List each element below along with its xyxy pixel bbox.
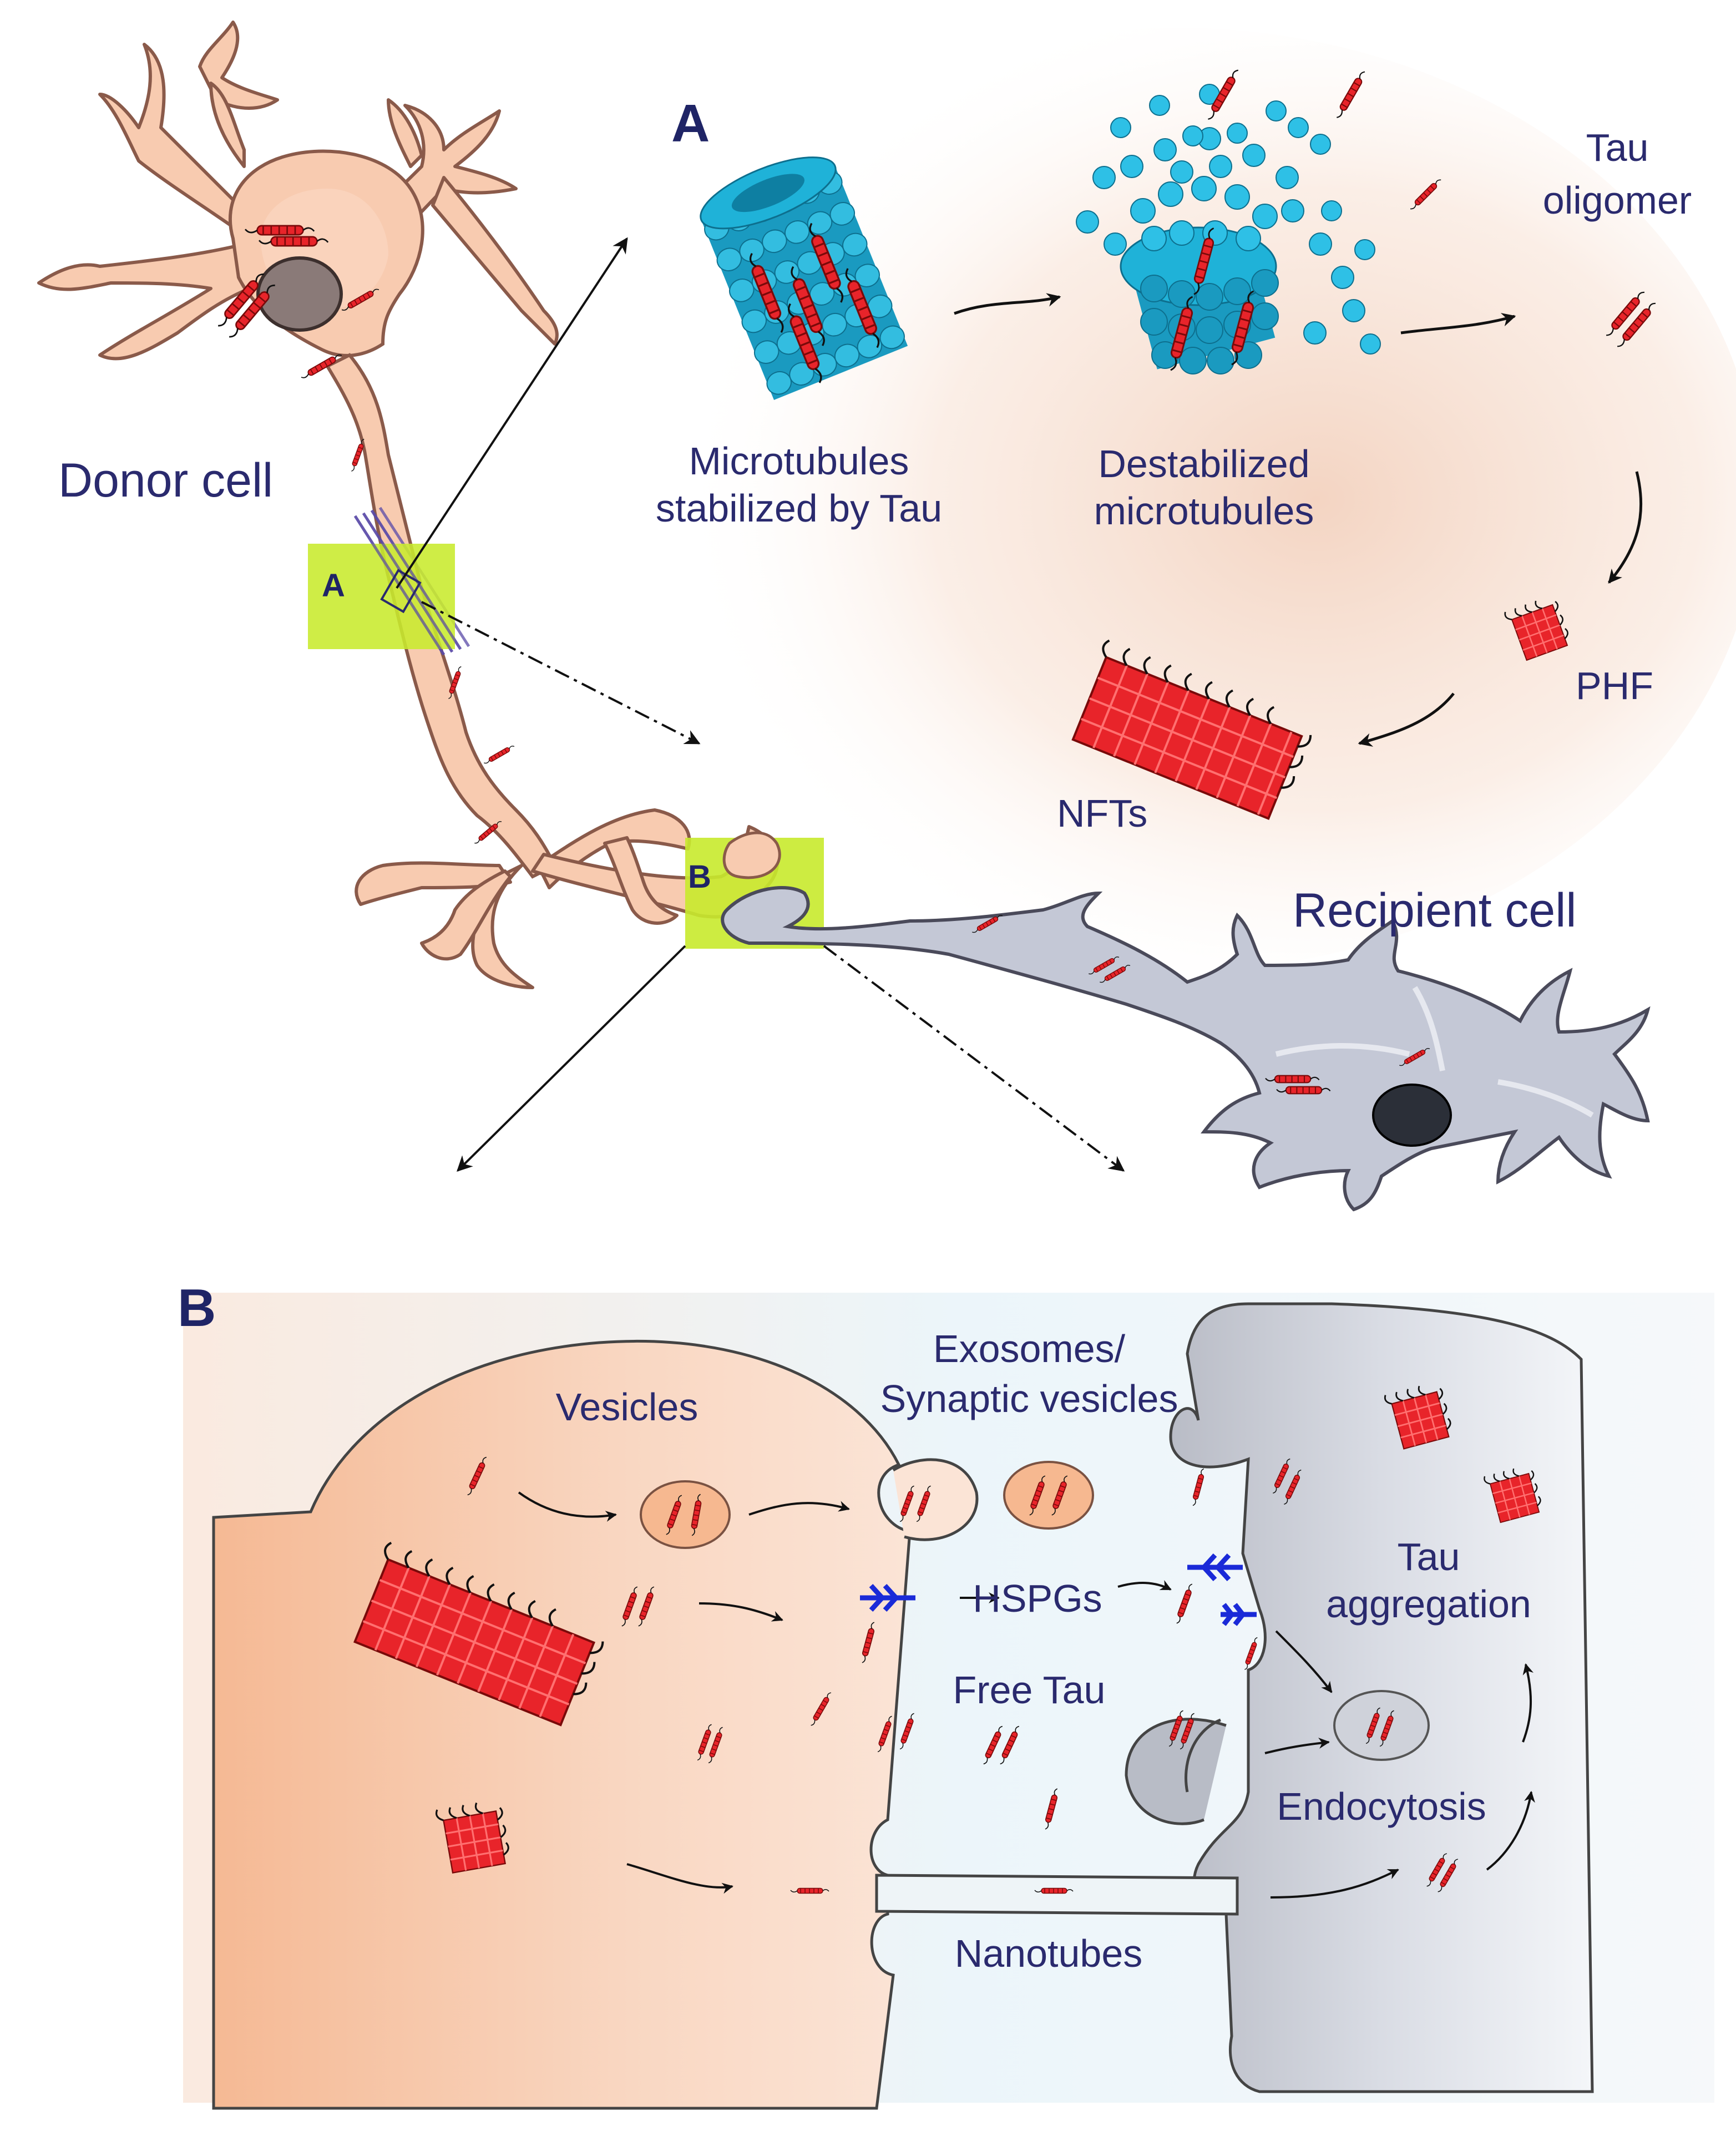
phf-label: PHF [1576, 664, 1653, 707]
nanotube [790, 1874, 1239, 1916]
panel-a-background [594, 28, 1736, 971]
hspgs-label: HSPGs [973, 1577, 1102, 1620]
recipient-nucleus [1372, 1084, 1452, 1147]
tau-oligomer-label-line2: oligomer [1543, 179, 1692, 222]
arrow-to-destabilized [954, 293, 1061, 315]
donor-nucleus [256, 256, 343, 332]
microtubules-label-line1: Microtubules [689, 439, 909, 483]
destabilized-microtubule-icon [1076, 84, 1381, 374]
donor-neuron [37, 21, 780, 989]
donor-cell-label: Donor cell [58, 454, 273, 507]
destabilized-label-line1: Destabilized [1098, 442, 1309, 485]
box-label-b: B [688, 859, 711, 895]
arrow-to-oligomer [1400, 313, 1516, 335]
nanotubes-label: Nanotubes [955, 1932, 1143, 1975]
stabilized-microtubule-icon [700, 156, 908, 400]
exosome-icon [1003, 1461, 1094, 1530]
zoom-arrow-b-right [823, 945, 1125, 1172]
destabilized-label-line2: microtubules [1094, 489, 1314, 533]
free-tau-label: Free Tau [953, 1668, 1106, 1712]
panel-b-nft-icon [353, 1542, 604, 1727]
zoom-arrow-a-up [396, 237, 628, 589]
zoom-arrow-b-left [457, 945, 686, 1172]
panel-b-letter: B [178, 1278, 216, 1338]
vesicle-icon [640, 1480, 731, 1549]
recipient-cell-label: Recipient cell [1293, 884, 1576, 937]
zoom-arrow-a-down [421, 601, 701, 745]
endocytic-vesicle-icon [1333, 1690, 1430, 1761]
nfts-label: NFTs [1057, 792, 1147, 835]
vesicles-label: Vesicles [556, 1385, 699, 1429]
tau-aggregation-label-line1: Tau [1398, 1535, 1460, 1578]
recipient-neuron [721, 886, 1651, 1212]
tau-oligomer-label-line1: Tau [1586, 126, 1649, 169]
endocytosis-label: Endocytosis [1277, 1785, 1486, 1828]
panel-a-letter: A [671, 94, 710, 153]
exosomes-label-line1: Exosomes/ [933, 1327, 1126, 1370]
exosomes-label-line2: Synaptic vesicles [880, 1377, 1178, 1420]
nft-icon [1071, 639, 1312, 820]
arrow-to-nfts [1358, 692, 1455, 747]
box-label-a: A [322, 568, 345, 604]
arrow-to-phf [1608, 471, 1643, 584]
hspg-receptor-icon-right [1187, 1553, 1257, 1626]
microtubules-label-line2: stabilized by Tau [656, 487, 942, 530]
hspg-receptor-icon [860, 1583, 915, 1612]
tau-aggregation-label-line2: aggregation [1326, 1582, 1531, 1626]
